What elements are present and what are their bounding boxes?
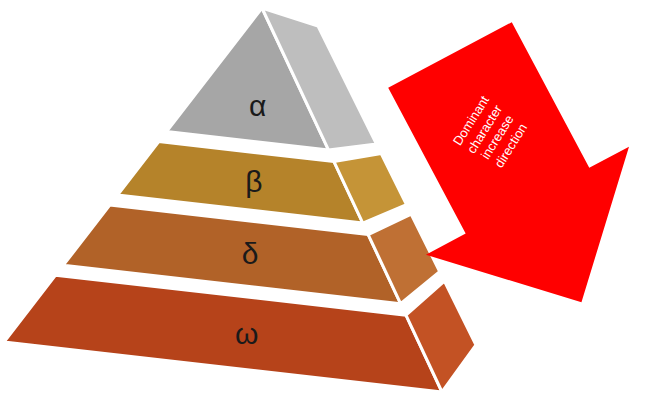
band-label: δ — [242, 237, 259, 270]
arrow-shape — [388, 22, 629, 302]
pyramid-band: ω — [4, 275, 476, 392]
band-side-face — [334, 154, 406, 223]
band-shape — [166, 8, 377, 151]
direction-arrow: Dominant character increase direction — [388, 22, 630, 303]
band-side-face — [406, 281, 476, 392]
band-label: ω — [235, 317, 258, 350]
pyramid-band: α — [166, 8, 377, 151]
band-side-face — [368, 214, 439, 303]
band-label: α — [249, 89, 266, 122]
band-label: β — [245, 165, 262, 198]
band-front-face — [4, 275, 442, 392]
band-side-face — [262, 8, 376, 150]
